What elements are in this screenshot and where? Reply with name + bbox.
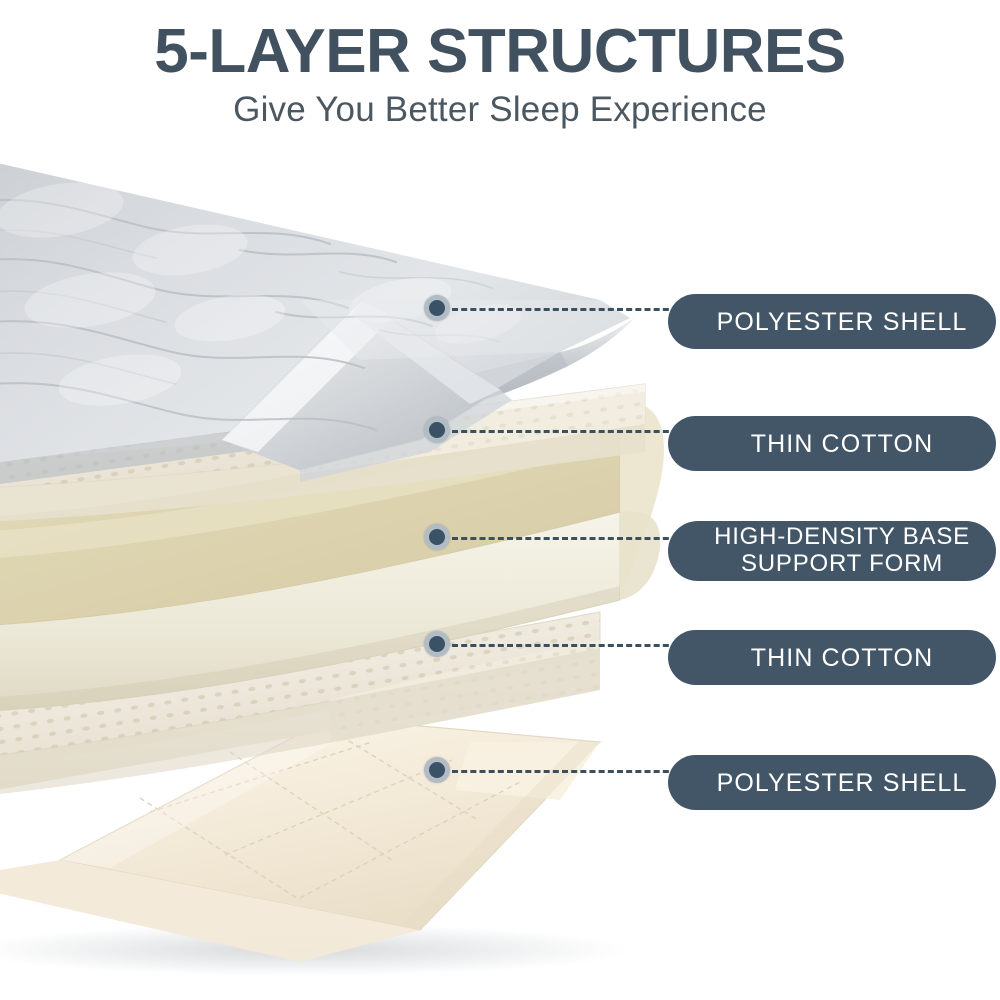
layer-thin-cotton-lower: [0, 611, 601, 794]
callout-label: THIN COTTON: [750, 643, 934, 672]
header: 5-LAYER STRUCTURES Give You Better Sleep…: [0, 0, 1000, 130]
callout-dot-marker[interactable]: [424, 417, 450, 443]
callout-label: HIGH-DENSITY BASE SUPPORT FORM: [714, 523, 970, 577]
callout-label: THIN COTTON: [750, 429, 934, 458]
page-title: 5-LAYER STRUCTURES: [154, 17, 846, 86]
callout-dot-marker[interactable]: [424, 524, 450, 550]
callout-dot-marker[interactable]: [424, 631, 450, 657]
callout-pill-thin-cotton-lower[interactable]: THIN COTTON: [668, 630, 996, 685]
callout-pill-high-density-foam[interactable]: HIGH-DENSITY BASE SUPPORT FORM: [668, 521, 996, 581]
callout-pill-thin-cotton-upper[interactable]: THIN COTTON: [668, 416, 996, 471]
callout-pill-polyester-shell-bottom[interactable]: POLYESTER SHELL: [668, 755, 996, 810]
callout-dot-marker[interactable]: [424, 295, 450, 321]
callout-label: POLYESTER SHELL: [716, 768, 968, 797]
callout-pill-polyester-shell-top[interactable]: POLYESTER SHELL: [668, 294, 996, 349]
callout-label: POLYESTER SHELL: [716, 307, 968, 336]
callout-dot-marker[interactable]: [424, 757, 450, 783]
page-subtitle: Give You Better Sleep Experience: [233, 90, 767, 130]
